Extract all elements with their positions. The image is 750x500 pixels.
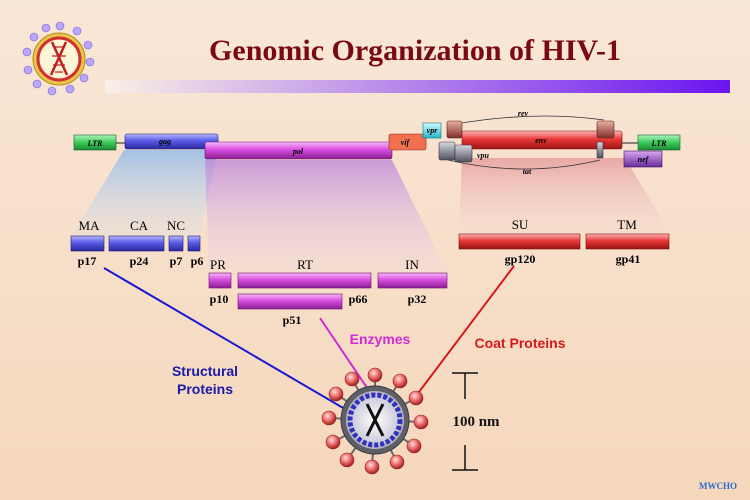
protein-nc-name: NC bbox=[167, 218, 185, 233]
protein-ca-bar bbox=[108, 235, 165, 252]
protein-nc-bar bbox=[168, 235, 184, 252]
protein-ma-bar bbox=[70, 235, 105, 252]
protein-ma-weight: p17 bbox=[78, 254, 97, 268]
gag-projection bbox=[71, 150, 218, 237]
pol-label: pol bbox=[292, 147, 304, 156]
ltr-right-box bbox=[637, 134, 681, 151]
coat-proteins-label: Coat Proteins bbox=[474, 335, 565, 351]
author-credit: MWCHO bbox=[699, 481, 737, 491]
structural-label-line1: Structural bbox=[172, 363, 238, 379]
protein-tm-name: TM bbox=[617, 217, 637, 232]
pol-projection bbox=[205, 160, 447, 272]
protein-rt-name: RT bbox=[297, 257, 313, 272]
vpr-gene bbox=[422, 122, 442, 139]
nef-gene bbox=[623, 150, 663, 168]
protein-in-bar bbox=[377, 272, 448, 289]
rev-exon2 bbox=[596, 120, 615, 139]
title-underline-bar bbox=[105, 80, 730, 93]
enzymes-label: Enzymes bbox=[350, 331, 411, 347]
vpu-label: vpu bbox=[477, 151, 490, 160]
ltr-left-label: LTR bbox=[87, 139, 104, 148]
logo-virus-icon bbox=[22, 21, 95, 96]
protein-rt-weight: p66 bbox=[349, 292, 368, 306]
protein-ca-weight: p24 bbox=[130, 254, 149, 268]
rev-splice-line bbox=[449, 115, 605, 126]
protein-su-bar bbox=[458, 233, 581, 250]
scale-bar bbox=[452, 372, 478, 471]
protein-nc-weight: p7 bbox=[170, 254, 183, 268]
tat-label: tat bbox=[523, 167, 532, 176]
protein-tm-bar bbox=[585, 233, 670, 250]
protein-p51-weight: p51 bbox=[283, 313, 302, 327]
pol-proteins: PR RT IN p10 p66 p51 p32 bbox=[208, 257, 448, 327]
ltr-left-box bbox=[73, 134, 117, 151]
env-proteins: SU TM gp120 gp41 bbox=[458, 217, 670, 266]
ltr-right-label: LTR bbox=[651, 139, 668, 148]
coat-connector bbox=[418, 265, 515, 393]
gag-gene bbox=[124, 133, 219, 150]
nef-label: nef bbox=[638, 155, 650, 164]
env-projection bbox=[459, 158, 670, 233]
env-gene bbox=[461, 130, 623, 150]
scale-label: 100 nm bbox=[452, 414, 500, 430]
vpu-gene bbox=[454, 144, 473, 163]
vif-label: vif bbox=[401, 138, 411, 147]
protein-pr-name: PR bbox=[210, 257, 226, 272]
tat-exon1 bbox=[438, 141, 456, 161]
protein-p51-bar bbox=[237, 293, 343, 310]
protein-su-weight: gp120 bbox=[505, 252, 536, 266]
structural-connector bbox=[103, 267, 351, 413]
protein-tm-weight: gp41 bbox=[616, 252, 641, 266]
protein-in-weight: p32 bbox=[408, 292, 427, 306]
page-title: Genomic Organization of HIV-1 bbox=[209, 34, 621, 67]
env-label: env bbox=[535, 136, 547, 145]
gag-label: gag bbox=[158, 137, 171, 146]
protein-ca-name: CA bbox=[130, 218, 149, 233]
protein-pr-weight: p10 bbox=[210, 292, 229, 306]
genome-map: LTR gag pol vif vpr rev env vpu tat LTR … bbox=[73, 109, 681, 176]
pol-gene bbox=[204, 141, 393, 160]
virion-icon bbox=[321, 367, 429, 475]
protein-p6-weight: p6 bbox=[191, 254, 204, 268]
protein-p6-bar bbox=[187, 235, 201, 252]
tat-splice-line bbox=[447, 159, 601, 170]
protein-su-name: SU bbox=[512, 217, 529, 232]
rev-exon1 bbox=[446, 120, 463, 139]
protein-rt-bar bbox=[237, 272, 372, 289]
rev-label: rev bbox=[518, 109, 529, 118]
protein-ma-name: MA bbox=[79, 218, 101, 233]
protein-in-name: IN bbox=[405, 257, 419, 272]
gag-proteins: MA CA NC p17 p24 p7 p6 bbox=[70, 218, 204, 268]
structural-label-line2: Proteins bbox=[177, 381, 233, 397]
tat-exon2 bbox=[596, 141, 604, 159]
vif-gene bbox=[388, 133, 427, 151]
vpr-label: vpr bbox=[427, 126, 439, 135]
protein-pr-bar bbox=[208, 272, 232, 289]
